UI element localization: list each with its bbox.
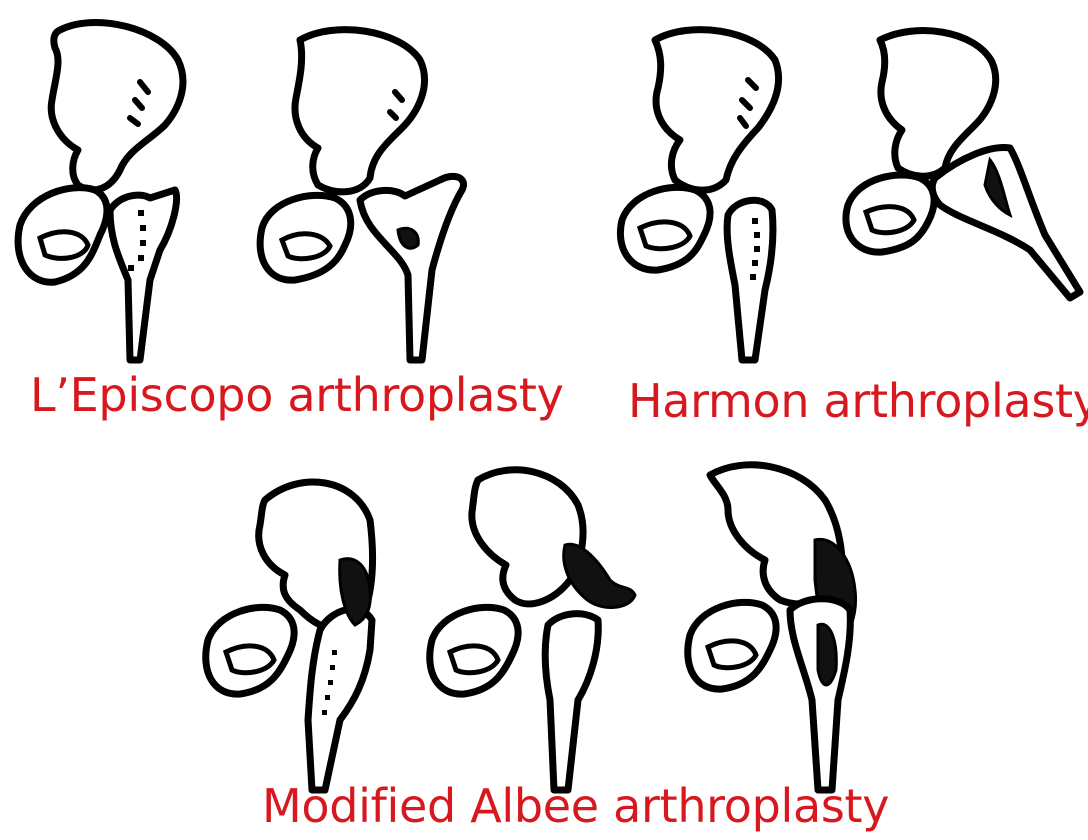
albee-panel-3 <box>688 465 856 790</box>
lepiscopo-caption: L’Episcopo arthroplasty <box>30 372 564 418</box>
harmon-panel-after <box>846 31 1080 298</box>
lepiscopo-panel-after <box>260 30 463 360</box>
albee-panel-1 <box>206 482 373 790</box>
albee-panel-2 <box>430 470 635 790</box>
harmon-panel-before <box>620 30 778 360</box>
albee-caption: Modified Albee arthroplasty <box>262 783 889 829</box>
lepiscopo-panel-before <box>18 22 183 360</box>
harmon-caption: Harmon arthroplasty <box>628 378 1088 424</box>
